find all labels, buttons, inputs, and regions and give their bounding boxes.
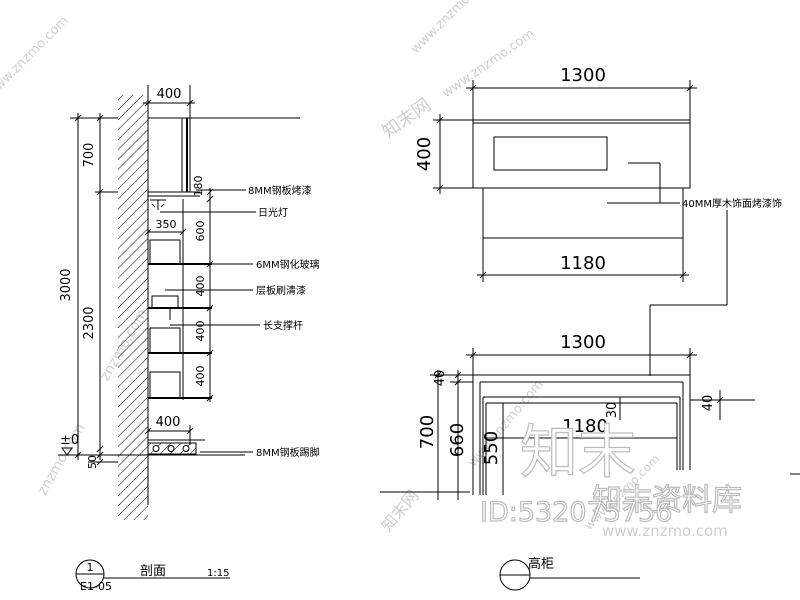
section-detail: 400 3000 700 <box>58 85 320 593</box>
display-item <box>149 371 181 399</box>
material-label: 长支撑杆 <box>263 319 303 332</box>
section-title: 剖面 <box>140 564 166 579</box>
watermark-brand-library: 知末资料库 <box>592 483 742 518</box>
dimension-cabinet-1300: 1300 <box>466 332 697 375</box>
material-label: 8MM钢板烤漆 <box>248 184 312 197</box>
light-box-elevation <box>472 119 691 239</box>
dimension-bottom-width: 400 <box>144 415 194 445</box>
dim-text: 3000 <box>59 268 74 301</box>
material-label: 40MM厚木饰面烤漆饰 <box>682 197 782 210</box>
dimension-box-height: 400 <box>414 114 473 194</box>
display-item <box>149 327 181 354</box>
dimension-top-width: 400 <box>143 85 195 118</box>
dim-text: 40 <box>701 395 716 412</box>
dimension-depth: 350 <box>144 218 187 236</box>
watermark-diagonal-url: www.znzmo.com <box>0 13 72 101</box>
index-number: 1 <box>87 561 94 574</box>
dim-text: 1180 <box>562 416 608 437</box>
dim-text: 400 <box>194 366 207 387</box>
watermark-diagonal-url: www.znzmo.com <box>408 0 496 57</box>
dim-text: 1300 <box>560 332 606 353</box>
dim-text: 2300 <box>82 306 97 339</box>
dim-text: 400 <box>414 137 435 171</box>
dim-text: 600 <box>194 221 207 242</box>
lamp-symbol <box>150 199 166 210</box>
elevation-detail: 1300 400 1180 40MM厚 <box>380 65 800 591</box>
dim-text: 180 <box>192 176 205 197</box>
elevation-title-block: 高柜 <box>499 556 640 591</box>
display-item <box>149 239 181 265</box>
elevation-title: 高柜 <box>528 556 554 572</box>
display-item <box>151 295 179 309</box>
section-scale: 1:15 <box>207 568 229 579</box>
watermark-id: ID:532075756 <box>480 497 672 528</box>
dim-text: 400 <box>194 276 207 297</box>
level-mark: ±0 <box>60 433 79 448</box>
cabinet-frame <box>472 374 691 495</box>
material-leaders: 8MM钢板烤漆 日光灯 6MM钢化玻璃 层板刷清漆 长支撑杆 8MM钢板踢脚 <box>160 184 320 459</box>
dim-text: 400 <box>156 415 181 430</box>
dimension-shelf-chain: 180 600 400 400 400 <box>192 176 214 402</box>
watermark-diagonal-site: 知末网 <box>377 486 422 535</box>
watermark-diagonal-site: 知末网 <box>379 95 435 143</box>
wall-hatch <box>118 95 148 520</box>
watermark-brand: 知末 知末资料库 ID:532075756 www.znzmo.com <box>479 417 742 540</box>
dimension-box-base-width: 1180 <box>477 238 689 282</box>
dimension-left-vertical: 3000 700 2300 <box>59 113 118 460</box>
material-label: 8MM钢板踢脚 <box>256 446 320 459</box>
dim-text: 1180 <box>560 253 606 274</box>
dim-text: 1300 <box>560 65 606 86</box>
dim-text: 400 <box>157 87 182 102</box>
material-label: 6MM钢化玻璃 <box>256 258 320 271</box>
dimension-cabinet-right: 40 <box>690 390 800 475</box>
floor-level: ±0 50 <box>58 433 245 469</box>
dim-text: 40 <box>433 370 448 387</box>
dim-text: 50 <box>86 455 99 469</box>
watermark-brand-large: 知末 <box>520 418 636 486</box>
dim-text: 550 <box>481 431 502 465</box>
box-base <box>482 187 684 239</box>
dimension-top-1300: 1300 <box>466 65 697 120</box>
material-label: 层板刷清漆 <box>256 284 306 297</box>
light-box <box>147 117 200 197</box>
dim-text: 30 <box>605 402 620 419</box>
sign-panel <box>493 136 608 171</box>
watermark-url: www.znzmo.com <box>602 522 728 540</box>
dim-text: 700 <box>82 143 97 168</box>
dim-text: 350 <box>156 218 177 231</box>
dim-text: 660 <box>447 423 468 457</box>
material-leader-right: 40MM厚木饰面烤漆饰 <box>607 162 782 376</box>
material-label: 日光灯 <box>258 206 288 219</box>
dimension-cabinet-inner: 30 1180 <box>486 397 677 439</box>
section-title-block: 1 E1-05 剖面 1:15 <box>75 559 230 593</box>
dimension-cabinet-left: 40 700 660 550 <box>380 370 502 500</box>
dim-text: 700 <box>417 415 438 449</box>
base-kick <box>147 439 205 455</box>
dim-text: 400 <box>194 321 207 342</box>
watermark-diagonal-url: www.znzmo.com <box>440 26 538 101</box>
sheet-reference: E1-05 <box>80 580 112 593</box>
